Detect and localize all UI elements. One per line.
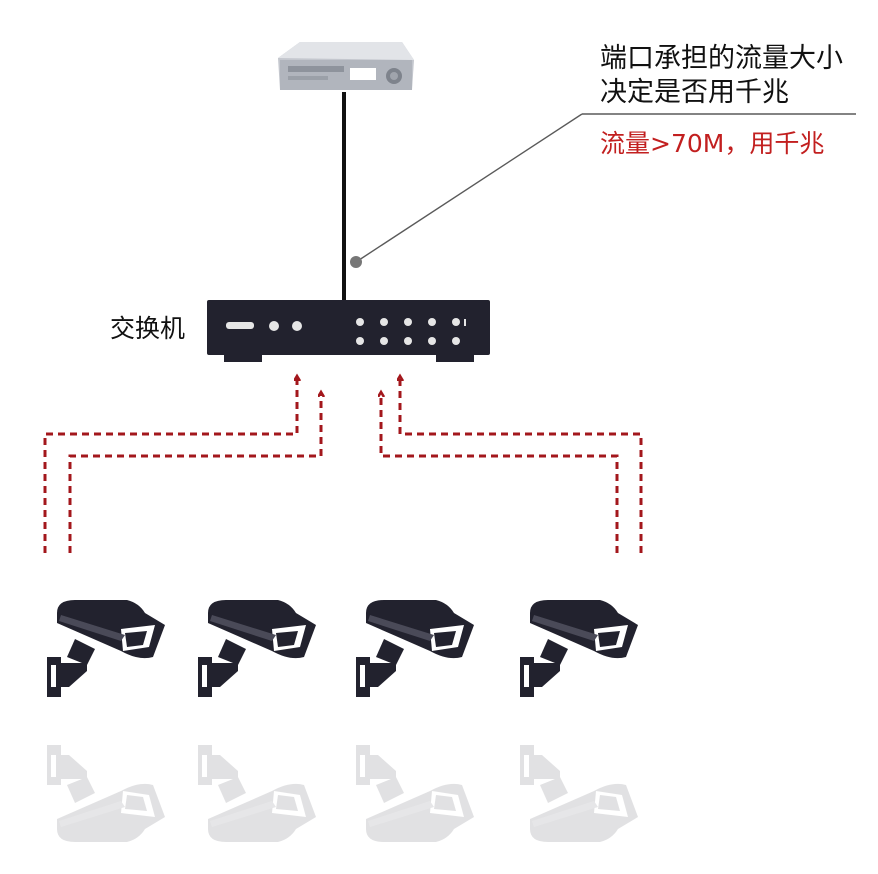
traffic-path-2	[68, 392, 321, 553]
camera-icon	[47, 600, 165, 697]
traffic-path-1	[43, 376, 297, 553]
switch-icon	[207, 300, 490, 362]
annotation-highlight: 流量>70M，用千兆	[600, 129, 825, 158]
traffic-path-3	[400, 376, 643, 553]
camera-reflection-icon	[47, 745, 165, 842]
server-icon	[278, 42, 414, 90]
camera-reflection-icon	[198, 745, 316, 842]
camera-icon	[520, 600, 638, 697]
annotation-line-2: 决定是否用千兆	[600, 77, 789, 108]
switch-label: 交换机	[110, 314, 186, 343]
callout-line	[355, 113, 583, 263]
camera-icon	[198, 600, 316, 697]
callout-dot	[350, 256, 362, 268]
traffic-path-4	[381, 392, 619, 553]
camera-reflection-icon	[356, 745, 474, 842]
camera-reflection-icon	[520, 745, 638, 842]
annotation-line-1: 端口承担的流量大小	[600, 43, 843, 74]
camera-icon	[356, 600, 474, 697]
